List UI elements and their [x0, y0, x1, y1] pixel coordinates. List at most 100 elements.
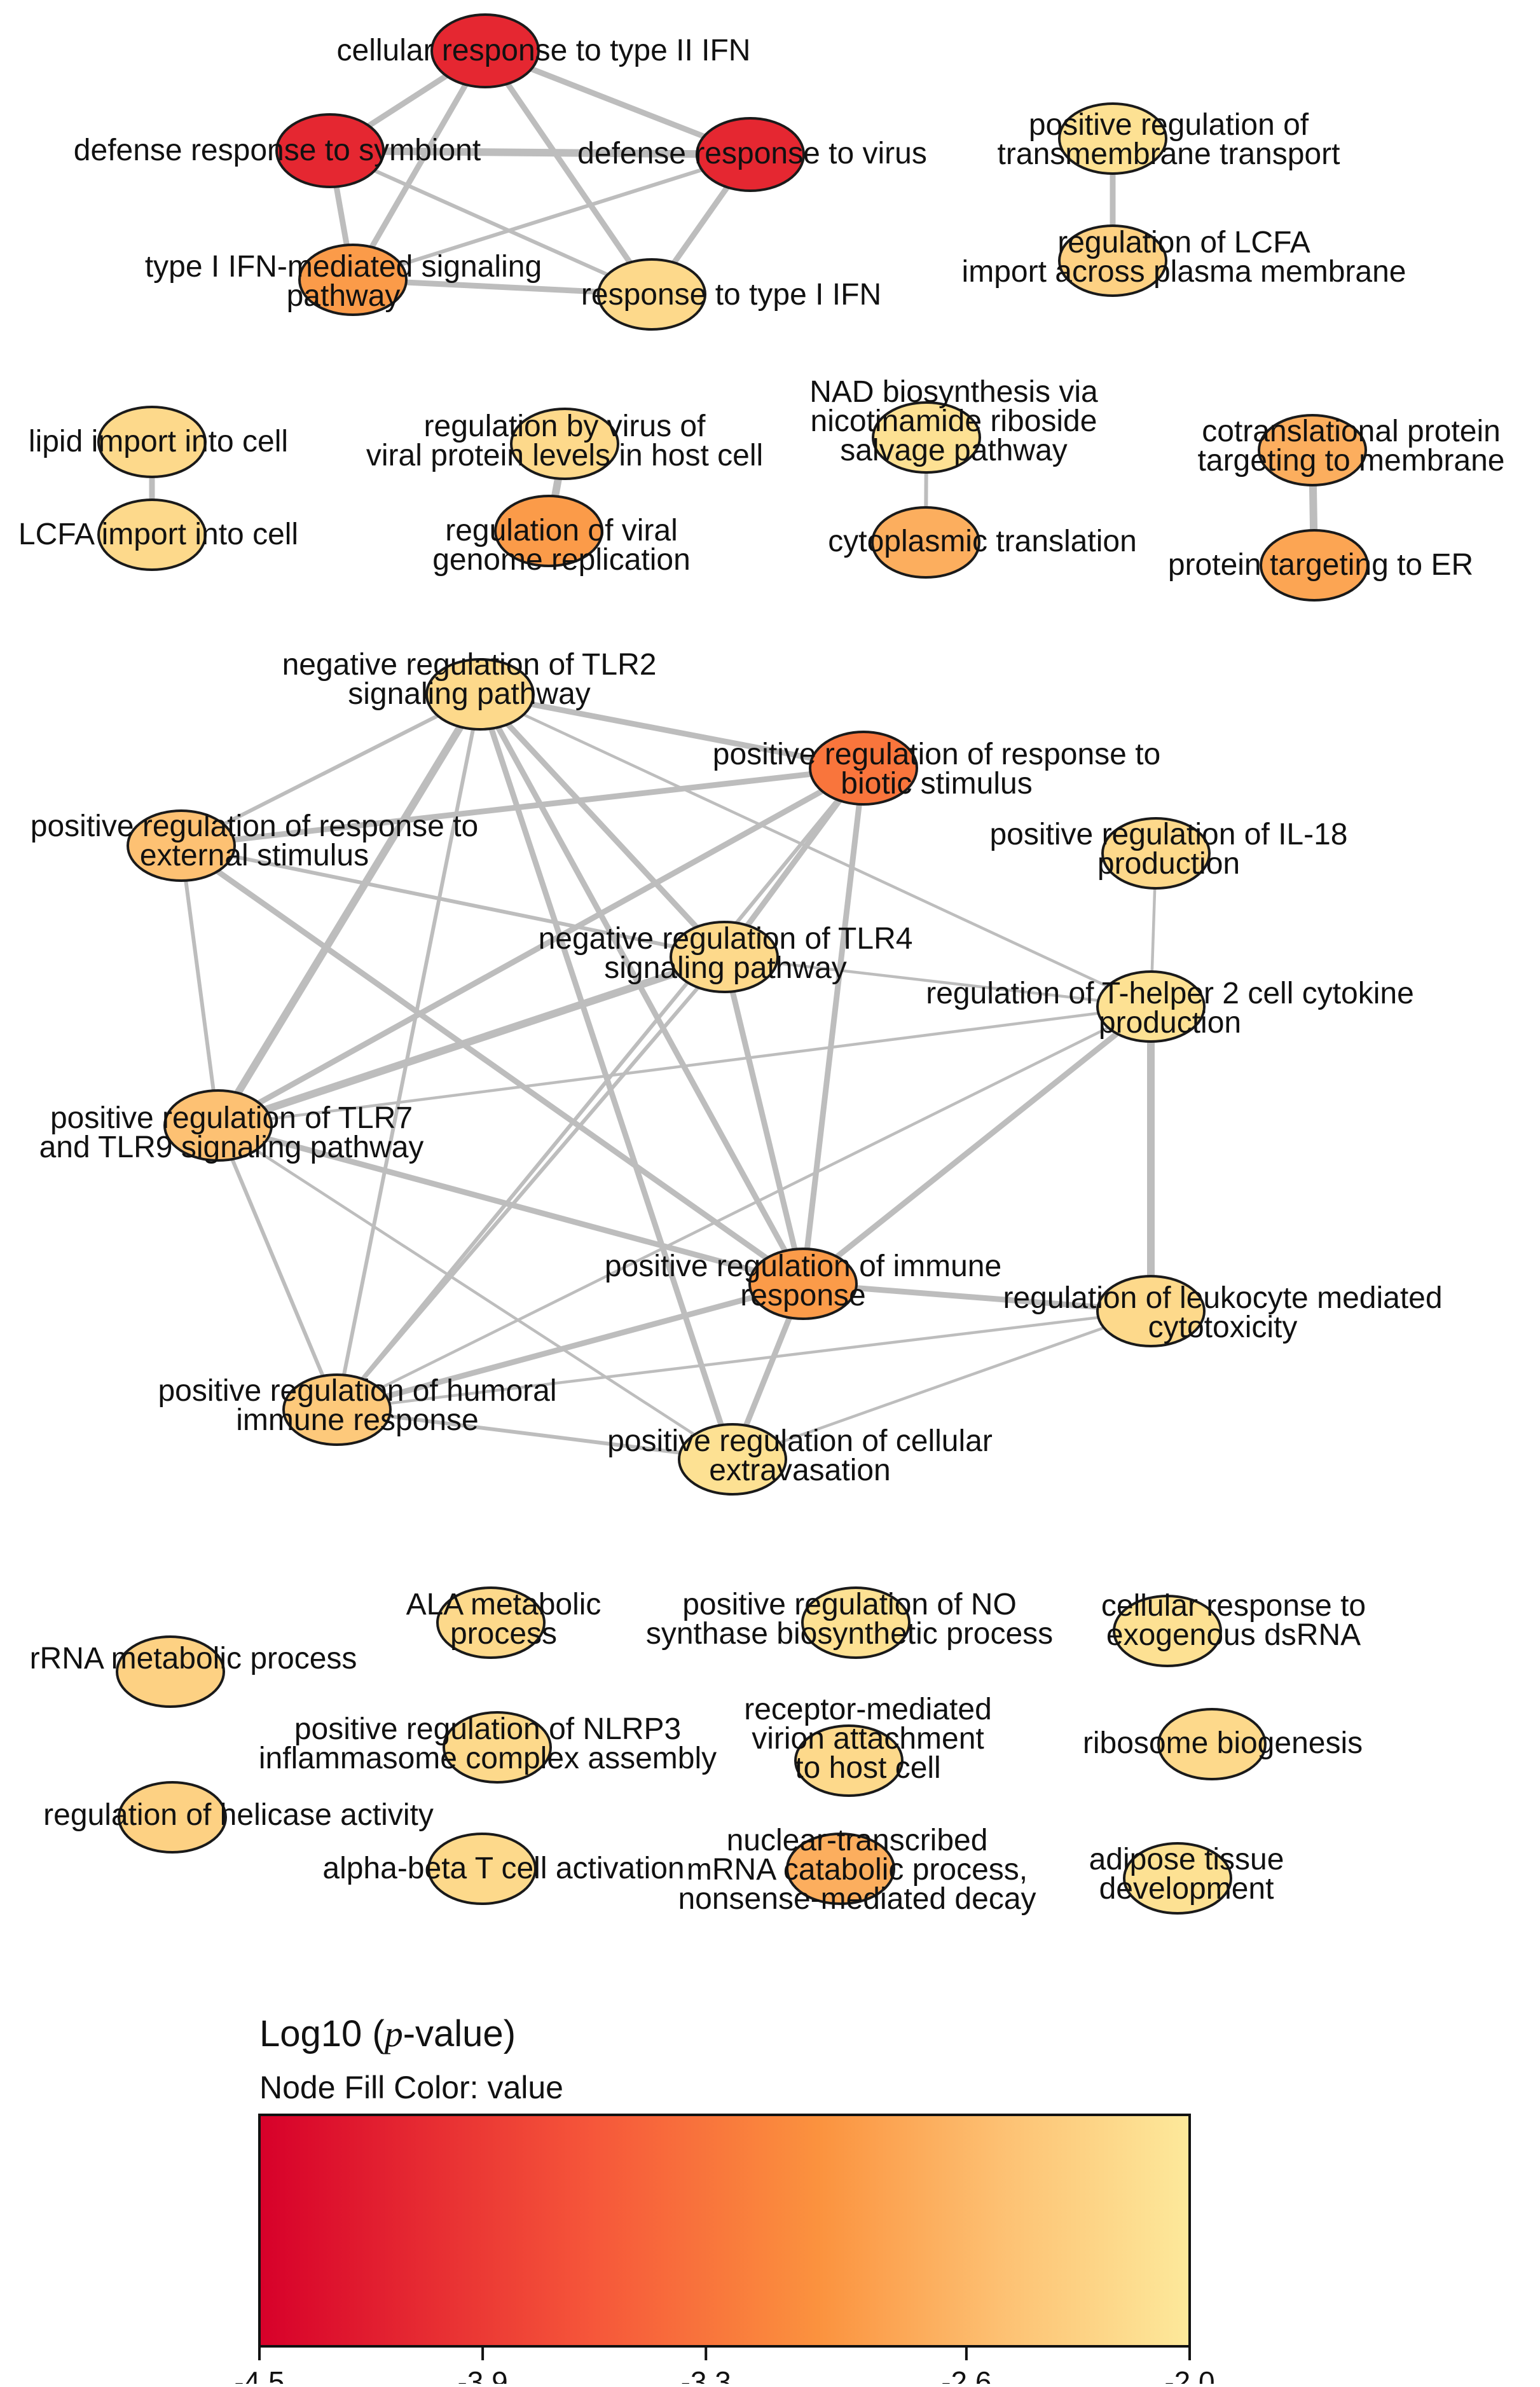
node-ellipse[interactable] — [872, 401, 981, 474]
node-ellipse[interactable] — [597, 258, 706, 331]
node-n35[interactable]: alpha-beta T cell activation — [322, 1833, 685, 1905]
node-label-line: regulation by virus of — [424, 409, 706, 443]
node-ellipse[interactable] — [436, 1586, 546, 1659]
edge-n21-n25 — [335, 1005, 1153, 1412]
node-ellipse[interactable] — [1096, 970, 1206, 1043]
node-ellipse[interactable] — [786, 1833, 895, 1905]
node-n3[interactable]: defense response to virus — [577, 117, 927, 192]
node-n34[interactable]: regulation of helicase activity — [43, 1781, 434, 1854]
node-n5[interactable]: response to type I IFN — [581, 258, 881, 331]
node-ellipse[interactable] — [510, 408, 619, 480]
node-ellipse[interactable] — [127, 809, 236, 882]
node-ellipse[interactable] — [1260, 529, 1369, 602]
node-label-line: signaling pathway — [348, 677, 591, 711]
node-label: defense response to virus — [577, 137, 927, 170]
node-ellipse[interactable] — [1113, 1595, 1222, 1667]
node-label-line: regulation of helicase activity — [43, 1798, 434, 1832]
node-ellipse[interactable] — [748, 1248, 858, 1320]
node-label-line: response — [740, 1279, 865, 1312]
node-ellipse[interactable] — [1258, 414, 1367, 486]
node-n15[interactable]: protein targeting to ER — [1168, 529, 1473, 602]
node-ellipse[interactable] — [1096, 1275, 1206, 1347]
node-ellipse[interactable] — [801, 1586, 911, 1659]
node-ellipse[interactable] — [275, 113, 385, 188]
edge-n22-n23 — [215, 1122, 806, 1287]
node-label-line: defense response to virus — [577, 137, 927, 170]
node-ellipse[interactable] — [494, 495, 603, 567]
legend-color-bar — [258, 2114, 1191, 2348]
node-n30[interactable]: rRNA metabolic process — [30, 1635, 357, 1708]
edge-n24-n25 — [335, 1309, 1153, 1412]
node-ellipse[interactable] — [425, 658, 535, 731]
edge-n17-n23 — [800, 765, 867, 1287]
node-ellipse[interactable] — [163, 1089, 273, 1162]
node-label-line: LCFA import into cell — [18, 518, 298, 551]
node-ellipse[interactable] — [696, 117, 805, 192]
node-ellipse[interactable] — [871, 506, 980, 579]
node-ellipse[interactable] — [1101, 817, 1211, 890]
node-ellipse[interactable] — [670, 921, 779, 993]
node-ellipse[interactable] — [97, 499, 207, 571]
node-ellipse[interactable] — [1157, 1708, 1267, 1780]
edge-n16-n22 — [214, 691, 484, 1129]
node-n9[interactable]: LCFA import into cell — [18, 499, 298, 571]
node-n8[interactable]: lipid import into cell — [29, 406, 288, 478]
node-ellipse[interactable] — [282, 1373, 392, 1446]
node-label-line: positive regulation of response to — [713, 738, 1160, 771]
node-ellipse[interactable] — [443, 1711, 552, 1784]
node-n2[interactable]: defense response to symbiont — [74, 113, 481, 188]
node-ellipse[interactable] — [809, 731, 918, 806]
node-ellipse[interactable] — [794, 1724, 904, 1797]
node-ellipse[interactable] — [118, 1781, 227, 1854]
node-n13[interactable]: cytoplasmic translation — [828, 506, 1137, 579]
node-ellipse[interactable] — [430, 13, 540, 88]
legend-ticks: -4.5-3.9-3.3-2.6-2.0 — [234, 2346, 1215, 2387]
node-ellipse[interactable] — [298, 244, 408, 316]
edge-n2-n3 — [326, 147, 754, 158]
node-n33[interactable]: ribosome biogenesis — [1083, 1708, 1363, 1780]
node-ellipse[interactable] — [1058, 102, 1167, 175]
node-label: ribosome biogenesis — [1083, 1726, 1363, 1760]
color-legend: Log10 (p-value) Node Fill Color: value -… — [234, 2013, 1215, 2387]
node-label-line: regulation of T-helper 2 cell cytokine — [926, 977, 1414, 1010]
node-ellipse[interactable] — [97, 406, 207, 478]
node-label-line: type I IFN-mediated signaling — [145, 250, 542, 284]
node-ellipse[interactable] — [427, 1833, 537, 1905]
node-ellipse[interactable] — [678, 1423, 787, 1496]
node-ellipse[interactable] — [1058, 224, 1167, 297]
node-n1[interactable]: cellular response to type II IFN — [337, 13, 751, 88]
node-ellipse[interactable] — [1123, 1842, 1232, 1915]
node-ellipse[interactable] — [116, 1635, 225, 1708]
